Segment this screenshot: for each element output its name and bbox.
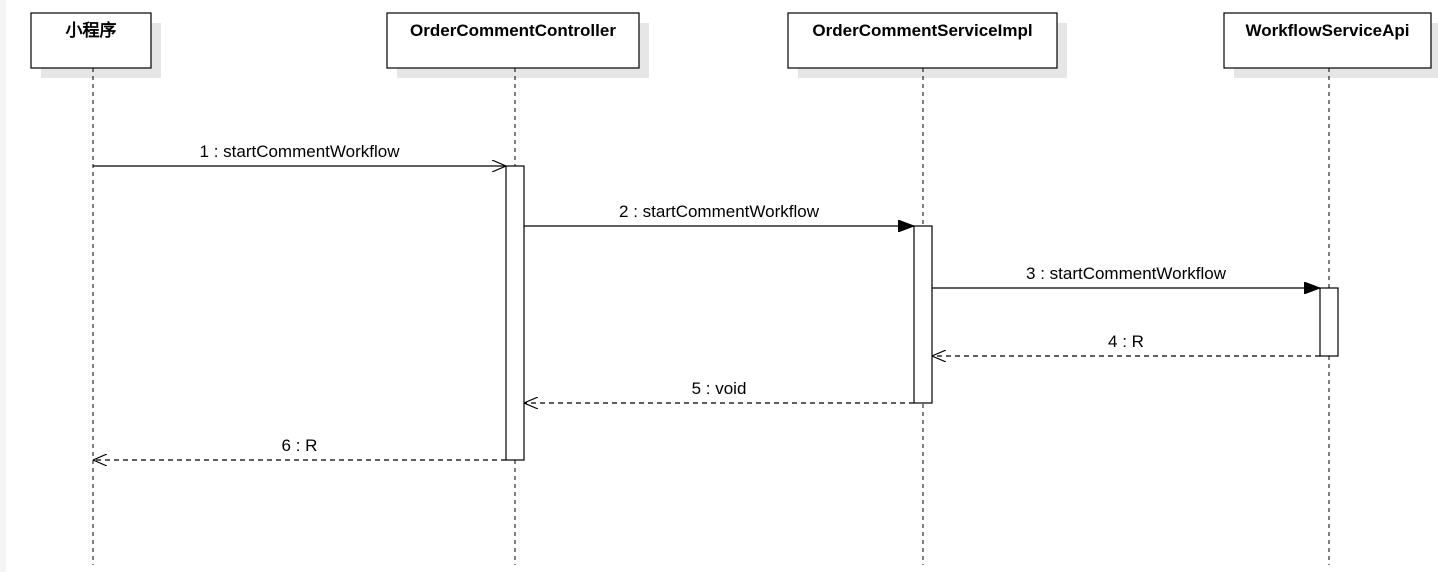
- participant-name: WorkflowServiceApi: [1245, 21, 1409, 40]
- message-4[interactable]: 4 : R: [932, 332, 1320, 356]
- message-label: 6 : R: [282, 436, 318, 455]
- participant-name: 小程序: [66, 20, 117, 40]
- left-edge-strip: [0, 0, 6, 572]
- activation-bar-p2: [505, 165, 525, 461]
- participant-box: [386, 12, 640, 69]
- message-label: 1 : startCommentWorkflow: [200, 142, 401, 161]
- message-label: 5 : void: [692, 379, 747, 398]
- activation-bar-p3: [913, 225, 933, 404]
- participant-box: [787, 12, 1058, 69]
- participant-p3[interactable]: OrderCommentServiceImpl: [787, 12, 1058, 69]
- participant-box: [30, 12, 152, 69]
- participant-name: OrderCommentServiceImpl: [812, 21, 1032, 40]
- participant-name: OrderCommentController: [410, 21, 616, 40]
- participant-box: [1223, 12, 1432, 69]
- message-1[interactable]: 1 : startCommentWorkflow: [93, 142, 506, 166]
- participant-p2[interactable]: OrderCommentController: [386, 12, 640, 69]
- message-3[interactable]: 3 : startCommentWorkflow: [932, 264, 1320, 288]
- message-2[interactable]: 2 : startCommentWorkflow: [524, 202, 914, 226]
- message-6[interactable]: 6 : R: [93, 436, 506, 460]
- message-5[interactable]: 5 : void: [524, 379, 914, 403]
- message-label: 3 : startCommentWorkflow: [1026, 264, 1227, 283]
- participant-p4[interactable]: WorkflowServiceApi: [1223, 12, 1432, 69]
- message-label: 2 : startCommentWorkflow: [619, 202, 820, 221]
- message-label: 4 : R: [1108, 332, 1144, 351]
- activation-bar-p4: [1319, 287, 1339, 357]
- participant-p1[interactable]: 小程序: [30, 12, 152, 69]
